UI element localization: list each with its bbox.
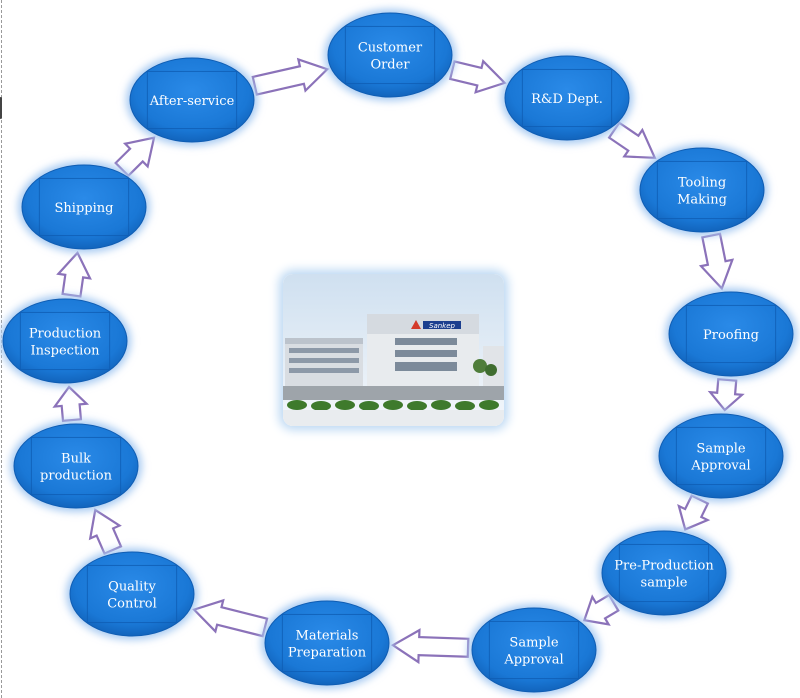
step-label: Shipping bbox=[55, 201, 114, 216]
step-node-pre-production-sample: Pre-Production sample bbox=[598, 527, 730, 619]
step-label: Approval bbox=[503, 653, 563, 668]
step-label: Pre-Production bbox=[614, 559, 714, 574]
step-node-after-service: After-service bbox=[126, 54, 258, 146]
flow-arrow bbox=[582, 593, 620, 626]
node-ellipse bbox=[668, 291, 794, 377]
flow-arrow bbox=[56, 250, 92, 298]
step-label: Proofing bbox=[703, 328, 759, 343]
step-label: Inspection bbox=[30, 344, 100, 359]
node-inner-frame bbox=[19, 311, 111, 371]
flow-arrow bbox=[448, 59, 507, 94]
node-ellipse bbox=[21, 164, 147, 250]
flow-arrow bbox=[251, 57, 330, 96]
node-inner-frame bbox=[618, 543, 710, 603]
node-ellipse bbox=[13, 423, 139, 509]
step-label: Approval bbox=[690, 459, 750, 474]
node-ellipse bbox=[658, 413, 784, 499]
node-ellipse bbox=[471, 607, 597, 693]
flow-arrow bbox=[707, 378, 745, 412]
node-ellipse bbox=[129, 57, 255, 143]
node-inner-frame bbox=[656, 160, 748, 220]
arrows-layer bbox=[52, 57, 745, 665]
step-label: Quality bbox=[108, 580, 156, 595]
node-inner-frame bbox=[488, 620, 580, 680]
step-label: Customer bbox=[358, 41, 423, 56]
step-node-bulk-production: Bulk production bbox=[10, 420, 142, 512]
node-inner-frame bbox=[675, 426, 767, 486]
step-label: Sample bbox=[509, 636, 558, 651]
step-label: Order bbox=[370, 58, 410, 73]
step-label: Tooling bbox=[678, 176, 726, 191]
step-label: Sample bbox=[696, 442, 745, 457]
step-node-proofing: Proofing bbox=[665, 288, 797, 380]
flow-arrow bbox=[698, 232, 735, 291]
node-ellipse bbox=[504, 55, 630, 141]
node-ellipse bbox=[601, 530, 727, 616]
step-label: Preparation bbox=[288, 646, 367, 661]
node-inner-frame bbox=[685, 304, 777, 364]
step-label: Control bbox=[107, 597, 157, 612]
flow-arrow bbox=[607, 121, 657, 160]
node-inner-frame bbox=[521, 68, 613, 128]
factory-sign: Sankep bbox=[429, 322, 456, 330]
step-label: R&D Dept. bbox=[531, 92, 603, 107]
node-ellipse bbox=[639, 147, 765, 233]
node-ellipse bbox=[327, 12, 453, 98]
step-label: Materials bbox=[296, 629, 359, 644]
node-inner-frame bbox=[38, 177, 130, 237]
node-ellipse bbox=[264, 600, 390, 686]
flow-arrow bbox=[52, 385, 90, 423]
factory-photo: Sankep bbox=[283, 274, 504, 426]
step-label: Making bbox=[677, 193, 727, 208]
page-edge-bracket bbox=[0, 97, 5, 119]
step-label: production bbox=[40, 469, 113, 484]
node-inner-frame bbox=[30, 436, 122, 496]
flow-arrow bbox=[88, 508, 123, 556]
flow-arrow bbox=[192, 598, 269, 638]
node-ellipse bbox=[69, 551, 195, 637]
step-label: After-service bbox=[149, 94, 235, 109]
flow-arrow bbox=[114, 136, 156, 178]
step-node-shipping: Shipping bbox=[18, 161, 150, 253]
node-inner-frame bbox=[86, 564, 178, 624]
step-node-rd-dept: R&D Dept. bbox=[501, 52, 633, 144]
node-inner-frame bbox=[344, 25, 436, 85]
step-label: sample bbox=[641, 576, 688, 591]
node-ellipse bbox=[2, 298, 128, 384]
flow-arrow bbox=[677, 494, 711, 531]
step-label: Bulk bbox=[61, 452, 91, 467]
factory-building-image: Sankep bbox=[283, 274, 504, 426]
step-label: Production bbox=[29, 327, 102, 342]
node-inner-frame bbox=[281, 613, 373, 673]
node-inner-frame bbox=[146, 70, 238, 130]
flow-arrow bbox=[390, 628, 470, 665]
